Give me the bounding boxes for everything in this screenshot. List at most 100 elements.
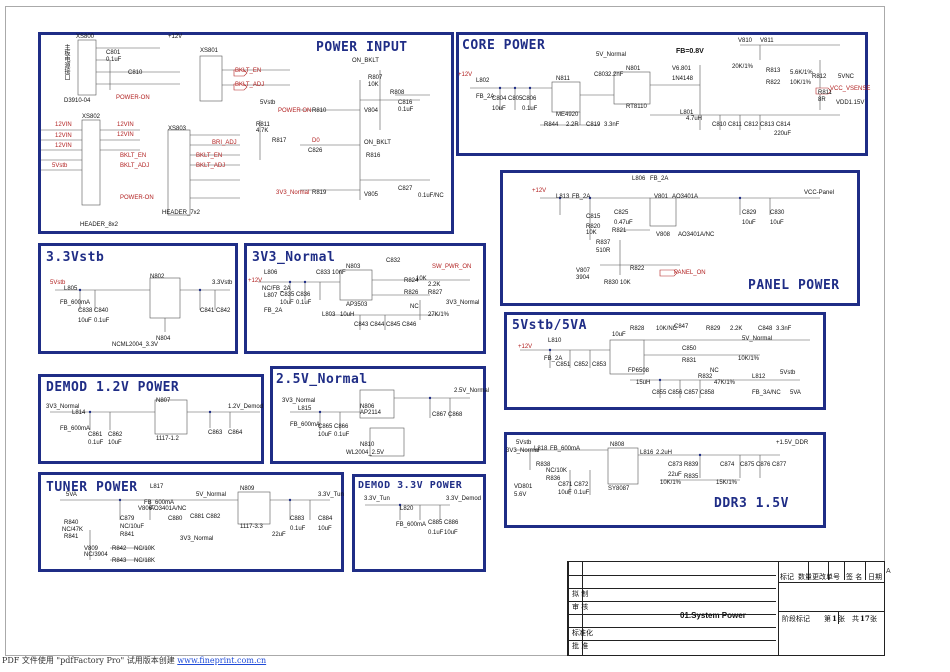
ref-label: C844 [370,322,385,328]
ref-label: R811 [256,122,270,128]
ref-label: V808 [656,232,671,238]
value-label: FB_3A/NC [752,390,781,396]
value-label: 2.2uH [656,450,673,456]
net-label: POWER-ON [116,95,150,101]
net-label: POWER ON [278,108,312,114]
ref-label: C861 [88,432,103,438]
ref-label: N807 [156,398,171,404]
ref-label: C847 [674,324,689,330]
ic-n801 [613,71,651,105]
ref-label: C806 [522,96,537,102]
block-title-ddr3: DDR3 1.5V [714,496,789,511]
ref-label: C846 [402,322,417,328]
ref-label: N803 [346,264,361,270]
value-label: FB_2A [264,308,283,314]
ref-label: V810 [738,38,753,44]
page-prefix: 第 [824,615,831,623]
value-label: 0.1uF [334,432,350,438]
ic-n803 [339,269,373,301]
ref-label: L814 [72,410,86,416]
sheet-frame [5,6,885,656]
ref-label: C814 [776,122,791,128]
header-cell: 数量 [798,573,812,581]
value-label: 0.47uF [614,220,633,226]
value-label: 10uF [318,432,332,438]
value-label: 3.3nF [604,122,620,128]
part-label: 3904 [576,275,590,281]
part-label: ME4920 [556,112,579,118]
value-label: 10uF [742,220,756,226]
ref-label: L815 [298,406,312,412]
value-label: 2.2K [428,282,441,288]
ref-label: L816 [640,450,654,456]
net-label: PANEL_ON [674,270,706,276]
net-label: +12V [518,344,533,350]
page-total: 17 [860,614,870,623]
block-3v3stb [38,243,238,354]
part-label: 1117-1.2 [156,436,179,442]
ref-label: N811 [556,76,570,82]
block-ddr3-1v5 [504,432,826,528]
ref-label: C803 [594,72,609,78]
value-label: 8R [818,97,826,103]
ref-label: C883 [290,516,305,522]
ref-label: R832 [698,374,713,380]
ref-label: C838 [78,308,93,314]
ref-label: C853 [592,362,607,368]
ref-label: V804 [364,108,379,114]
value-label: 22uF [272,532,286,538]
value-label: 10K/NC [656,326,678,332]
block-title-5vstb-5va: 5Vstb/5VA [512,318,587,333]
ref-label: C862 [108,432,123,438]
ref-label: C858 [700,390,715,396]
ref-label: XS802 [82,114,101,120]
ref-label: C804 [492,96,507,102]
ref-label: R837 [596,240,611,246]
value-label: 0.1uF/NC [418,193,444,199]
net-label: VCC_VSENSE [830,86,871,92]
ref-label: N809 [240,486,255,492]
value-label: NC/18K [134,558,156,564]
ref-label: R816 [366,153,381,159]
ref-label: N801 [626,66,641,72]
note-label: FB=0.8V [676,48,704,55]
ref-label: V801 [654,194,669,200]
ref-label: C805 [508,96,523,102]
value-label: 510R [596,248,611,254]
ref-label: C810 [712,122,727,128]
net-flag-bklt-en [233,69,248,77]
ref-label: N802 [150,274,165,280]
ref-label: N810 [360,442,375,448]
value-label: 5.6K/1% [790,70,813,76]
ref-label: R820 [586,224,601,230]
ref-label: R840 [64,520,79,526]
ref-label: C863 [208,430,223,436]
net-label: 3V3_Normal [506,448,540,454]
value-label: 10nF [332,270,346,276]
part-label: AO3401A [672,194,699,200]
part-label: RT8110 [626,104,647,110]
ref-label: R830 [604,280,619,286]
footer-link[interactable]: www.fineprint.com.cn [177,656,267,665]
ref-label: C874 [720,462,735,468]
value-label: FB_2A [572,194,591,200]
net-label: 3.3V_Tun [364,496,390,502]
row-label: 拟 制 [572,590,589,598]
value-label: 2.2K [730,326,743,332]
ref-label: C816 [398,100,413,106]
value-label: NC/10uF [120,524,145,530]
net-label: +12V [532,188,547,194]
net-label: +12V [458,72,473,78]
value-label: 0.1uF [106,57,122,63]
ref-label: R819 [312,190,327,196]
net-label: 5Vstb [516,440,532,446]
value-label: 0.1uF [522,106,538,112]
ref-label: C877 [772,462,787,468]
value-label: 4.7uH [686,116,703,122]
ref-label: R841 [120,532,135,538]
ref-label: L813 [556,194,570,200]
ref-label: C855 [652,390,667,396]
sheet-title: 01.System Power [680,611,746,620]
net-label: BKLT_ADJ [196,163,226,169]
ref-label: C829 [742,210,757,216]
